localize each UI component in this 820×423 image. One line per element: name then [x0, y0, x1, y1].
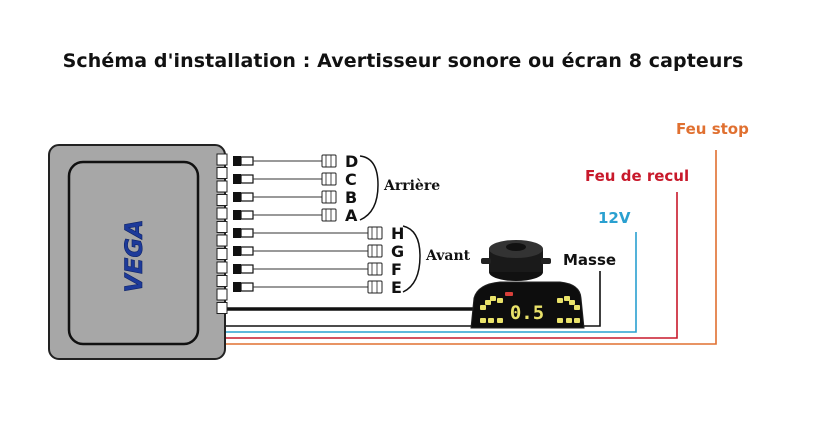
buzzer-icon	[481, 240, 551, 281]
wire-reverse	[222, 192, 678, 339]
sensor-line-h	[233, 226, 383, 240]
sensor-cables	[233, 154, 383, 294]
connector-plug-icon	[233, 264, 241, 274]
sensor-plug	[321, 154, 337, 168]
display-led-segment	[564, 296, 570, 301]
sensor-label-f: F	[391, 260, 402, 279]
sensor-plug	[367, 226, 383, 240]
connector-plug-icon	[233, 210, 241, 220]
brake-label: Feu stop	[676, 120, 749, 138]
sensor-plug	[321, 172, 337, 186]
power-label: 12V	[598, 209, 631, 227]
port-slot	[216, 167, 228, 179]
port-slot	[216, 207, 228, 220]
sensor-plug	[367, 280, 383, 294]
sensor-line-g	[233, 244, 383, 258]
port-slot	[216, 153, 228, 166]
wire-power	[222, 232, 637, 333]
port-slot	[216, 234, 228, 247]
display-led-segment	[488, 318, 494, 323]
display-led-segment	[490, 296, 496, 301]
sensor-label-e: E	[391, 278, 402, 297]
sensor-label-b: B	[345, 188, 357, 207]
sensor-line-e	[233, 280, 383, 294]
sensor-plug	[367, 262, 383, 276]
display-led-segment	[557, 298, 563, 303]
display-reading: 0.5	[510, 302, 544, 324]
connector-ports	[216, 153, 228, 314]
display-led-segment	[480, 318, 486, 323]
reverse-label: Feu de recul	[585, 167, 689, 185]
sensor-label-d: D	[345, 152, 358, 171]
connector-plug-icon	[233, 228, 241, 238]
front-group-label: Avant	[425, 248, 471, 264]
port-slot	[216, 180, 228, 193]
connector-plug-icon	[233, 156, 241, 166]
port-slot	[216, 288, 228, 301]
display-led-segment	[574, 305, 580, 310]
masse-label: Masse	[563, 251, 616, 269]
connector-plug-icon	[233, 192, 241, 202]
port-slot	[216, 302, 228, 314]
front-brace	[402, 225, 421, 293]
port-slot	[216, 261, 228, 274]
sensor-line-c	[233, 172, 337, 186]
brand-logo: VEGA	[120, 219, 148, 292]
port-slot	[216, 194, 228, 206]
parking-display: 0.5	[470, 281, 585, 329]
wire-brake	[222, 150, 717, 345]
display-led-segment	[497, 318, 503, 323]
display-led-segment	[497, 298, 503, 303]
sensor-line-d	[233, 154, 337, 168]
connector-plug-icon	[233, 246, 241, 256]
display-led-segment	[569, 300, 575, 305]
sensor-plug	[367, 244, 383, 258]
rear-group-label: Arrière	[383, 178, 440, 194]
sensor-label-c: C	[345, 170, 357, 189]
control-unit: VEGA	[48, 144, 226, 360]
display-led-segment	[480, 305, 486, 310]
port-slot	[216, 275, 228, 287]
sensor-line-b	[233, 190, 337, 204]
sensor-label-g: G	[391, 242, 404, 261]
display-led-segment	[557, 318, 563, 323]
connector-plug-icon	[233, 282, 241, 292]
port-slot	[216, 248, 228, 260]
connector-plug-icon	[233, 174, 241, 184]
display-led-segment	[574, 318, 580, 323]
sensor-line-a	[233, 208, 337, 222]
sensor-label-a: A	[345, 206, 358, 225]
sensor-plug	[321, 190, 337, 204]
sensor-plug	[321, 208, 337, 222]
display-alert-led	[505, 292, 513, 296]
page-title: Schéma d'installation : Avertisseur sono…	[62, 50, 744, 72]
sensor-line-f	[233, 262, 383, 276]
port-slot	[216, 221, 228, 233]
sensor-label-h: H	[391, 224, 404, 243]
rear-brace	[359, 155, 379, 221]
wire-masse	[222, 271, 601, 327]
display-led-segment	[566, 318, 572, 323]
display-led-segment	[485, 300, 491, 305]
